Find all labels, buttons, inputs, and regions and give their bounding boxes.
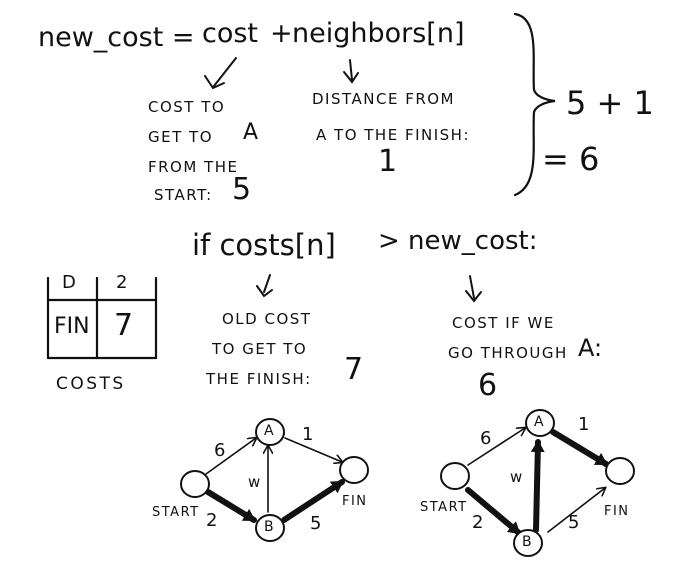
formula-plus: + [270,18,293,49]
formula-cost: cost [202,18,259,49]
right-edge-start-b-weight: 2 [472,512,484,533]
left-graph-edges [205,437,345,523]
cost-note-value: 5 [232,172,252,207]
right-node-a [525,409,555,437]
costs-table-caption: COSTS [56,374,126,394]
right-edge-a-fin-weight: 1 [578,414,590,435]
condition-right: > new_cost: [378,226,538,256]
right-node-fin [605,457,635,485]
left-edge-a-fin [284,437,342,462]
left-node-fin [339,456,369,484]
left-edge-start-b [205,489,257,523]
dist-note-value: 1 [378,144,398,179]
right-start-label: START [420,500,468,515]
formula-lhs: new_cost = [38,22,195,53]
old-cost-line2: TO GET TO [212,340,308,358]
new-cost-line2: GO THROUGH [448,344,568,362]
table-header-cost: 2 [116,272,128,293]
curly-brace [513,12,556,197]
new-cost-node: A: [578,334,603,362]
new-cost-value: 6 [478,368,498,403]
sum-result: = 6 [542,140,600,178]
pointer-arrow-old-cost [256,274,273,298]
left-node-b-label: B [264,519,274,535]
pointer-arrow-cost [204,57,237,90]
pointer-arrow-neighbors [343,59,359,84]
old-cost-line3: THE FINISH: [206,370,312,388]
right-graph-nodes [440,409,635,557]
old-cost-line1: OLD COST [222,310,312,328]
right-node-b [513,529,543,557]
cost-note-line1: COST TO [148,98,226,116]
left-edge-start-a-weight: 6 [214,440,226,461]
right-node-start [440,462,470,490]
left-node-a-label: A [264,423,274,439]
right-edge-b-a [530,439,545,533]
new-cost-line1: COST IF WE [452,314,555,332]
left-edge-b-a-weight: w [248,473,261,491]
dist-note-line1: DISTANCE FROM [312,90,455,108]
right-edge-start-a-weight: 6 [480,428,492,449]
costs-table-grid [46,276,158,360]
left-graph-nodes [180,418,369,542]
left-edge-a-fin-weight: 1 [302,424,314,445]
right-edge-b-fin-weight: 5 [568,512,580,533]
right-fin-label: FIN [604,504,630,519]
table-cell-cost: 7 [114,308,134,343]
right-edge-a-fin [550,429,609,467]
sum-expression: 5 + 1 [566,84,654,122]
right-edge-start-a [467,428,525,466]
table-cell-node: FIN [54,314,90,339]
cost-note-line3: FROM THE [148,158,239,176]
left-edge-b-fin [281,479,345,523]
right-node-a-label: A [534,414,544,430]
left-node-b [255,514,285,542]
cost-note-line4: START: [154,186,213,204]
cost-note-line2: GET TO [148,128,214,146]
left-edge-start-b-weight: 2 [206,510,218,531]
right-graph-edges [465,428,609,536]
table-header-node: D [62,272,76,293]
left-edge-b-fin-weight: 5 [310,513,322,534]
dist-note-line2: A TO THE FINISH: [316,126,471,144]
left-node-start [180,470,210,498]
right-node-b-label: B [522,534,532,550]
right-edge-b-a-weight: w [510,468,523,486]
cost-note-node: A [243,120,259,145]
old-cost-value: 7 [344,352,364,387]
right-edge-b-fin [547,488,605,533]
left-fin-label: FIN [342,494,368,509]
left-node-a [255,418,285,446]
formula-neighbors: neighbors[n] [292,18,465,49]
condition-left: if costs[n] [192,228,336,262]
left-start-label: START [152,505,200,520]
pointer-arrow-new-cost [465,275,482,303]
left-edge-start-a [205,438,256,475]
right-edge-start-b [465,487,522,536]
